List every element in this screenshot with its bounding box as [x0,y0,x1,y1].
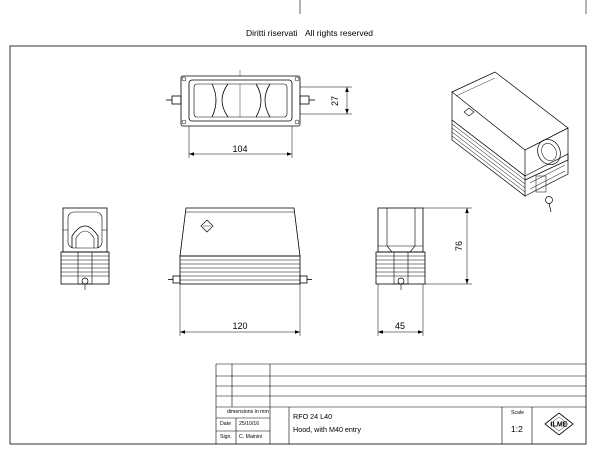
rights-reserved-italian: Diritti riservati [246,28,298,38]
right-side-view [375,207,472,336]
scale-label: Scale [511,410,524,416]
dimension-top-height: 27 [330,96,340,106]
title-block [215,363,586,444]
rights-reserved-english: All rights reserved [305,28,374,38]
sign-label: Sign. [220,434,232,440]
sign-value: C. Mainini [239,434,263,440]
part-code: RFO 24 L40 [293,412,333,421]
date-label: Date [220,421,231,427]
top-view [166,70,352,158]
isometric-view [451,71,569,213]
logo-text: ILME [551,422,568,429]
left-side-view [60,207,110,290]
front-view [168,207,312,336]
drawing-frame [9,45,587,445]
dimension-front-width: 120 [232,321,247,331]
dimension-side-height: 76 [454,241,464,251]
date-value: 25/10/16 [239,421,260,427]
units-label: dimensions in mm [227,409,269,415]
dimension-top-width: 104 [232,144,247,154]
part-description: Hood, with M40 entry [293,425,361,434]
scale-value: 1:2 [511,424,523,434]
dimension-side-width: 45 [395,321,405,331]
